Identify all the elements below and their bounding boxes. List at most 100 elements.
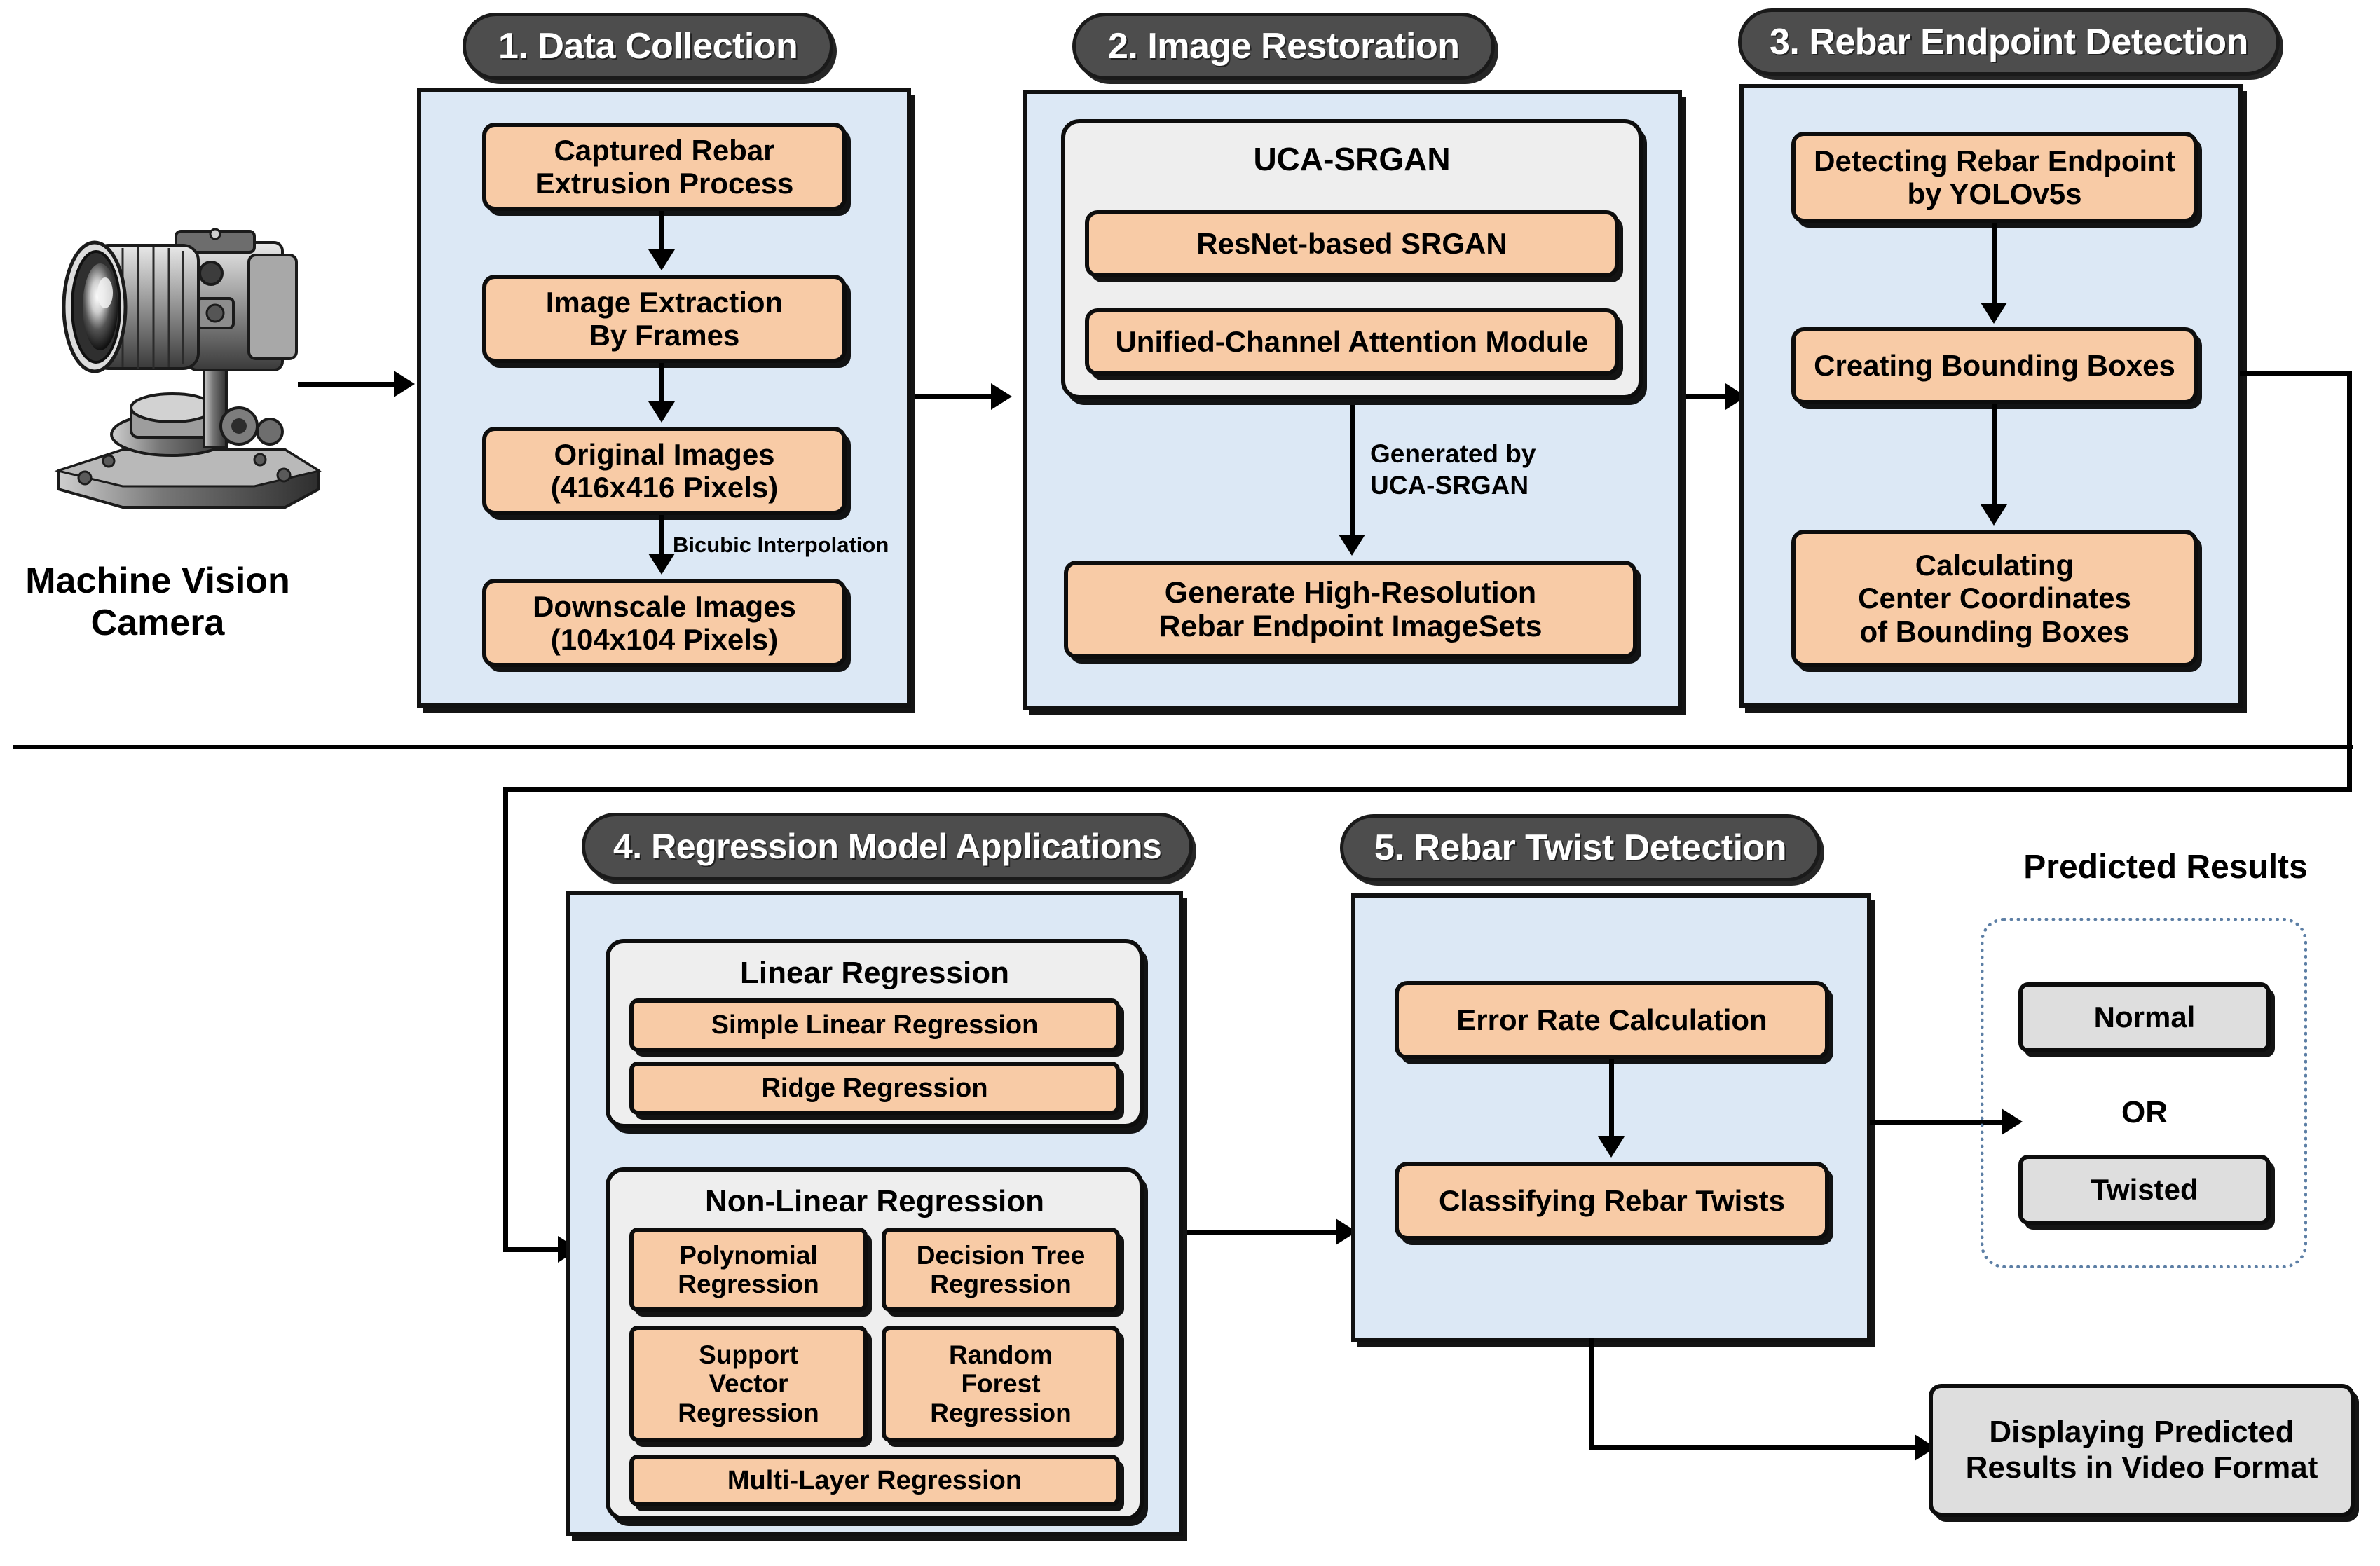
edge-label-line: Generated by: [1370, 439, 1536, 468]
stage-title-3: 3. Rebar Endpoint Detection: [1770, 22, 2248, 62]
box-line: Captured Rebar: [554, 133, 775, 167]
box-line: Forest: [961, 1369, 1041, 1399]
connector-1a: [659, 211, 664, 254]
stage-title-5: 5. Rebar Twist Detection: [1374, 827, 1787, 868]
box-line: Rebar Endpoint ImageSets: [1158, 610, 1543, 643]
machine-vision-camera-icon: [54, 228, 322, 509]
source-label-line1: Machine Vision: [25, 561, 290, 601]
box-line: Regression: [930, 1398, 1072, 1427]
connector-1c: [659, 515, 664, 558]
source-label: Machine Vision Camera: [7, 561, 308, 645]
process-box-calculating-center-coordinates: Calculating Center Coordinates of Boundi…: [1791, 530, 2198, 667]
box-line: ResNet-based SRGAN: [1196, 227, 1507, 261]
box-line: Polynomial: [679, 1240, 818, 1270]
arrow-2a: [1339, 535, 1365, 556]
process-box-classifying-rebar-twists: Classifying Rebar Twists: [1395, 1162, 1829, 1240]
group-title-non-linear-regression: Non-Linear Regression: [704, 1184, 1045, 1218]
box-line: (416x416 Pixels): [550, 471, 779, 504]
box-line: Calculating: [1915, 549, 2074, 582]
process-box-generate-high-resolution-imagesets: Generate High-Resolution Rebar Endpoint …: [1064, 561, 1637, 659]
arrow-5a: [1598, 1136, 1625, 1158]
process-box-decision-tree-regression: Decision Tree Regression: [882, 1228, 1120, 1312]
box-line: Displaying Predicted: [1989, 1415, 2294, 1450]
box-line: Creating Bounding Boxes: [1814, 349, 2175, 383]
predicted-results-container: [1981, 918, 2307, 1268]
stage-pill-regression-model-applications: 4. Regression Model Applications: [582, 813, 1194, 880]
box-line: (104x104 Pixels): [550, 623, 779, 656]
process-box-creating-bounding-boxes: Creating Bounding Boxes: [1791, 327, 2198, 404]
result-box-twisted: Twisted: [2018, 1155, 2271, 1225]
box-line: Decision Tree: [916, 1240, 1086, 1270]
connector-2a: [1350, 405, 1355, 540]
connector-stage5-to-results: [1870, 1120, 2003, 1125]
results-separator: OR: [2121, 1095, 2168, 1129]
box-line: Unified-Channel Attention Module: [1115, 325, 1589, 359]
arrow-1b: [648, 401, 675, 423]
arrow-1a: [648, 249, 675, 270]
connector-stage3-out-right: [2240, 371, 2352, 376]
process-box-ridge-regression: Ridge Regression: [629, 1062, 1120, 1115]
process-box-image-extraction-by-frames: Image Extraction By Frames: [482, 275, 847, 363]
process-box-captured-rebar-extrusion: Captured Rebar Extrusion Process: [482, 123, 847, 211]
box-line: Simple Linear Regression: [711, 1010, 1039, 1040]
result-label: Twisted: [2091, 1172, 2198, 1206]
box-line: Downscale Images: [533, 589, 796, 623]
connector-5a: [1609, 1059, 1614, 1142]
process-box-multi-layer-regression: Multi-Layer Regression: [629, 1455, 1120, 1506]
stage-title-1: 1. Data Collection: [498, 26, 798, 67]
section-divider: [13, 745, 2353, 749]
connector-camera-to-stage1: [298, 382, 396, 387]
box-line: Error Rate Calculation: [1456, 1003, 1767, 1037]
connector-stage5-to-output: [1589, 1445, 1919, 1450]
process-box-random-forest-regression: Random Forest Regression: [882, 1326, 1120, 1442]
box-line: Multi-Layer Regression: [727, 1465, 1023, 1495]
connector-stage3-into-stage4: [503, 1247, 559, 1252]
box-line: Regression: [930, 1270, 1072, 1298]
source-label-line2: Camera: [90, 602, 225, 643]
connector-3b: [1992, 404, 1997, 509]
stage-title-4: 4. Regression Model Applications: [613, 827, 1162, 866]
process-box-error-rate-calculation: Error Rate Calculation: [1395, 981, 1829, 1059]
connector-stage3-down: [2347, 371, 2352, 792]
arrow-camera-to-stage1: [394, 371, 415, 397]
connector-1b: [659, 363, 664, 406]
box-line: Vector: [709, 1369, 788, 1399]
box-line: Ridge Regression: [761, 1073, 988, 1103]
output-box-displaying-predicted-results: Displaying Predicted Results in Video Fo…: [1929, 1384, 2355, 1517]
connector-stage3-down2: [503, 787, 508, 1249]
predicted-results-heading: Predicted Results: [2023, 849, 2308, 886]
process-box-unified-channel-attention-module: Unified-Channel Attention Module: [1085, 308, 1619, 376]
box-line: Original Images: [554, 437, 775, 471]
edge-label-line: UCA-SRGAN: [1370, 471, 1529, 500]
stage-pill-rebar-twist-detection: 5. Rebar Twist Detection: [1340, 814, 1821, 881]
process-box-resnet-based-srgan: ResNet-based SRGAN: [1085, 210, 1619, 277]
connector-3a: [1992, 223, 1997, 307]
box-line: Random: [948, 1340, 1053, 1369]
process-box-detecting-rebar-endpoint: Detecting Rebar Endpoint by YOLOv5s: [1791, 132, 2198, 223]
arrow-stage1-to-stage2: [991, 383, 1012, 410]
connector-stage3-left: [503, 787, 2352, 792]
stage-pill-data-collection: 1. Data Collection: [463, 13, 834, 80]
edge-label-bicubic-interpolation: Bicubic Interpolation: [673, 533, 889, 557]
group-title-uca-srgan: UCA-SRGAN: [1253, 141, 1451, 177]
connector-stage2-to-stage3: [1686, 394, 1728, 399]
box-line: Extrusion Process: [535, 167, 794, 200]
edge-label-generated-by-uca-srgan: Generated by UCA-SRGAN: [1370, 438, 1664, 501]
box-line: Results in Video Format: [1965, 1450, 2318, 1485]
arrow-stage5-to-results: [2002, 1108, 2023, 1135]
process-box-downscale-images: Downscale Images (104x104 Pixels): [482, 579, 847, 667]
box-line: Image Extraction: [545, 285, 784, 319]
connector-stage4-to-stage5: [1187, 1230, 1343, 1235]
process-box-support-vector-regression: Support Vector Regression: [629, 1326, 868, 1442]
stage-pill-image-restoration: 2. Image Restoration: [1072, 13, 1496, 80]
stage-title-2: 2. Image Restoration: [1108, 26, 1460, 67]
result-label: Normal: [2093, 1000, 2196, 1033]
connector-stage5-down: [1589, 1338, 1594, 1450]
box-line: Detecting Rebar Endpoint: [1814, 144, 2175, 177]
group-title-linear-regression: Linear Regression: [740, 956, 1009, 990]
box-line: By Frames: [589, 319, 740, 352]
box-line: Regression: [678, 1398, 819, 1427]
process-box-simple-linear-regression: Simple Linear Regression: [629, 998, 1120, 1052]
box-line: Regression: [678, 1270, 819, 1298]
arrow-3b: [1981, 504, 2007, 526]
